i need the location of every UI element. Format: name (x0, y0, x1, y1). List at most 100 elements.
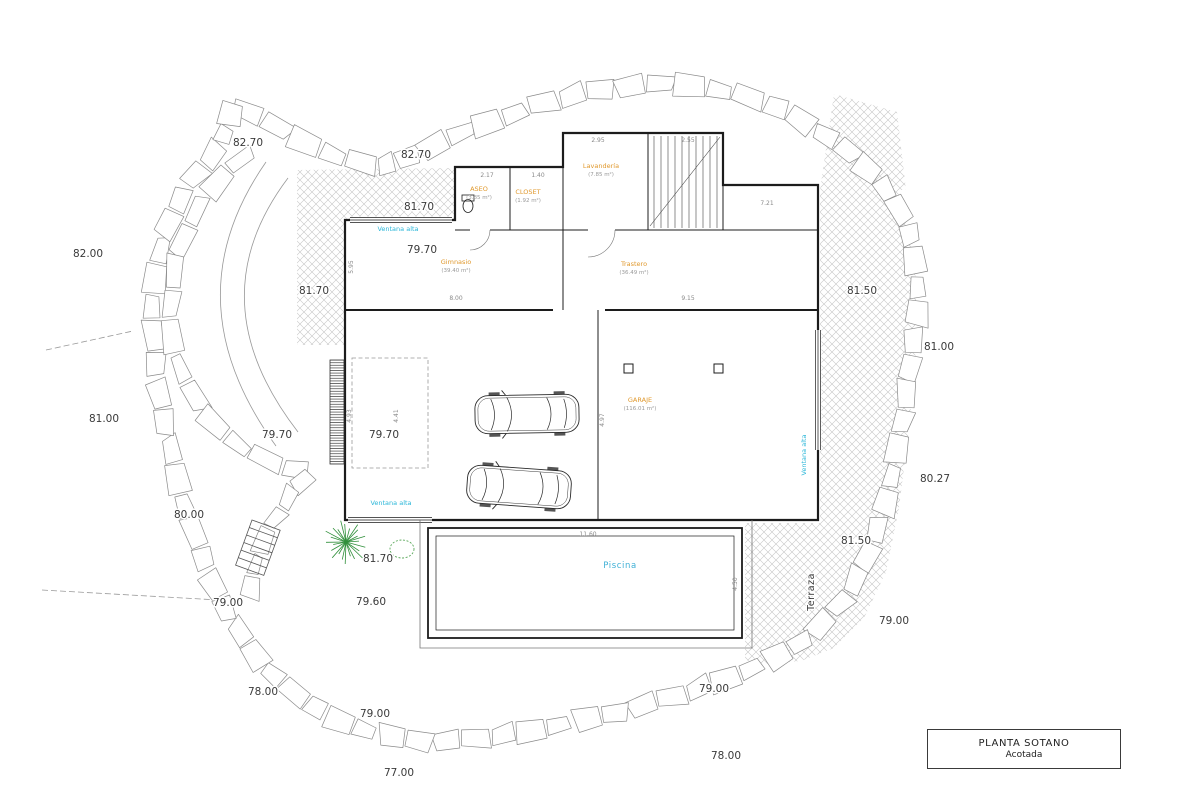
stone (160, 318, 186, 356)
zone-label: Terraza (806, 573, 817, 612)
stone (284, 124, 323, 158)
stone (249, 525, 276, 555)
stone (655, 685, 690, 707)
stone (197, 567, 228, 601)
stone (378, 722, 406, 748)
column (623, 363, 634, 374)
stone (168, 186, 194, 215)
stone (501, 102, 530, 127)
stone (153, 408, 174, 436)
window-label: Ventana alta (800, 434, 808, 475)
stone (321, 705, 356, 735)
exterior-walls (343, 131, 820, 522)
dimension-label: 5.95 (348, 260, 355, 274)
car-icon (466, 461, 572, 512)
dimension-label: 4.50 (732, 577, 739, 591)
stone (784, 104, 820, 138)
stone (179, 379, 213, 412)
stone (686, 672, 713, 702)
elevation-label: 82.00 (73, 248, 103, 260)
dimension-label: 2.95 (591, 137, 605, 144)
stone (785, 629, 813, 655)
stone (149, 237, 171, 265)
terrain-lines (41, 161, 299, 602)
stone (705, 79, 732, 100)
stone (515, 719, 548, 745)
stone (445, 121, 475, 147)
stone (898, 222, 920, 248)
stone (170, 353, 193, 385)
elevation-label: 79.70 (407, 244, 437, 256)
door-swing-arc (469, 229, 616, 258)
stone (585, 79, 615, 100)
stone (377, 150, 397, 177)
stone (222, 429, 252, 458)
stone (430, 728, 461, 752)
room-label: Gimnasio (441, 258, 471, 266)
dimension-label: 2.55 (681, 137, 695, 144)
elevation-label: 81.50 (847, 285, 877, 297)
stone (216, 100, 243, 127)
dimension-label: 1.40 (531, 172, 545, 179)
stone (317, 141, 347, 167)
stone (162, 432, 183, 465)
stone (600, 702, 629, 723)
stone-retaining-wall (140, 71, 929, 754)
louver-window (329, 359, 345, 465)
stone (612, 72, 646, 99)
stone (246, 443, 284, 476)
stone (140, 261, 168, 295)
stone (491, 720, 517, 747)
stairs-icon (649, 136, 721, 228)
elevation-label: 77.00 (384, 767, 414, 779)
stone (738, 657, 766, 682)
stone (883, 432, 909, 464)
stone (301, 695, 329, 721)
stone (902, 245, 929, 277)
room-label: Piscina (603, 561, 637, 571)
building (329, 131, 822, 524)
dimension-label: 2.17 (480, 172, 494, 179)
stone (881, 463, 901, 488)
elevation-label: 79.70 (262, 429, 292, 441)
stone (624, 690, 659, 719)
stone (546, 716, 572, 736)
stone (344, 149, 377, 177)
elevation-label: 79.70 (369, 429, 399, 441)
toilet-icon (462, 199, 474, 213)
pool (419, 520, 753, 649)
elevation-label: 81.00 (89, 413, 119, 425)
stone (824, 589, 858, 617)
room-area-label: (7.85 m²) (588, 171, 614, 178)
stone (558, 80, 588, 109)
stone (802, 607, 837, 641)
stone (761, 95, 790, 121)
stone (414, 129, 451, 161)
stone (179, 160, 213, 189)
stone (263, 506, 290, 529)
elevation-label: 78.00 (711, 750, 741, 762)
room-area-label: (116.01 m²) (624, 405, 657, 412)
stone (883, 193, 914, 228)
driveway-arc (219, 161, 277, 447)
bush-icon (389, 539, 415, 559)
stone (166, 252, 184, 289)
room-labels: Gimnasio(39.40 m²)Trastero(36.49 m²)GARA… (441, 162, 657, 571)
elevation-label: 79.00 (699, 683, 729, 695)
elevation-label: 82.70 (401, 149, 431, 161)
elevation-label: 81.70 (404, 201, 434, 213)
stone (526, 90, 562, 114)
stone (904, 299, 929, 329)
stone (903, 326, 924, 354)
dimension-label: 4.41 (393, 409, 400, 423)
stone (239, 639, 274, 673)
stone (278, 482, 300, 512)
hatch-top-right (820, 94, 906, 190)
elevation-label: 81.70 (363, 553, 393, 565)
stone (708, 665, 744, 696)
stone (890, 408, 917, 433)
high-window (348, 216, 822, 524)
stone (730, 82, 765, 113)
dimension-label: 11.60 (579, 531, 596, 538)
